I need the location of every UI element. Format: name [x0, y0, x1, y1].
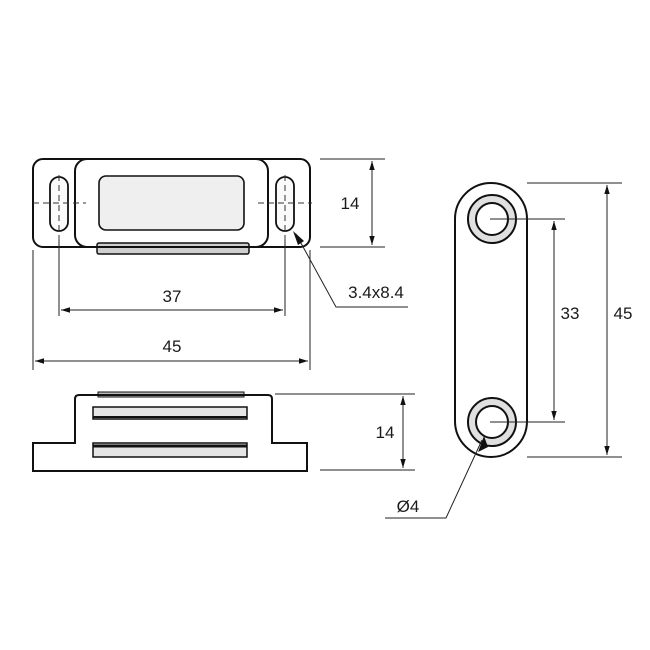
dim-hole-spacing: 37 — [163, 287, 182, 306]
body-recess — [98, 175, 245, 231]
catch-front-view: 14 — [32, 391, 415, 472]
strike-plate-view: 33 45 Ø4 — [385, 182, 633, 519]
catch-top-view: 14 37 45 3.4x8.4 — [32, 158, 408, 370]
dim-height-top: 14 — [341, 194, 360, 213]
dim-hole-diameter: Ø4 — [397, 497, 420, 516]
base-edge — [96, 242, 250, 255]
dim-overall-length: 45 — [163, 337, 182, 356]
catch-profile — [32, 394, 308, 472]
strike-plate — [454, 182, 528, 458]
leader-arrow-icon — [478, 436, 488, 452]
leader-arrow-icon — [293, 231, 304, 245]
dim-plate-length: 45 — [614, 304, 633, 323]
hole-leader-line — [385, 439, 483, 519]
dim-plate-hole-spacing: 33 — [561, 304, 580, 323]
dim-height-front: 14 — [376, 423, 395, 442]
dim-slot-size: 3.4x8.4 — [348, 283, 404, 302]
slot-leader-line — [295, 233, 408, 308]
